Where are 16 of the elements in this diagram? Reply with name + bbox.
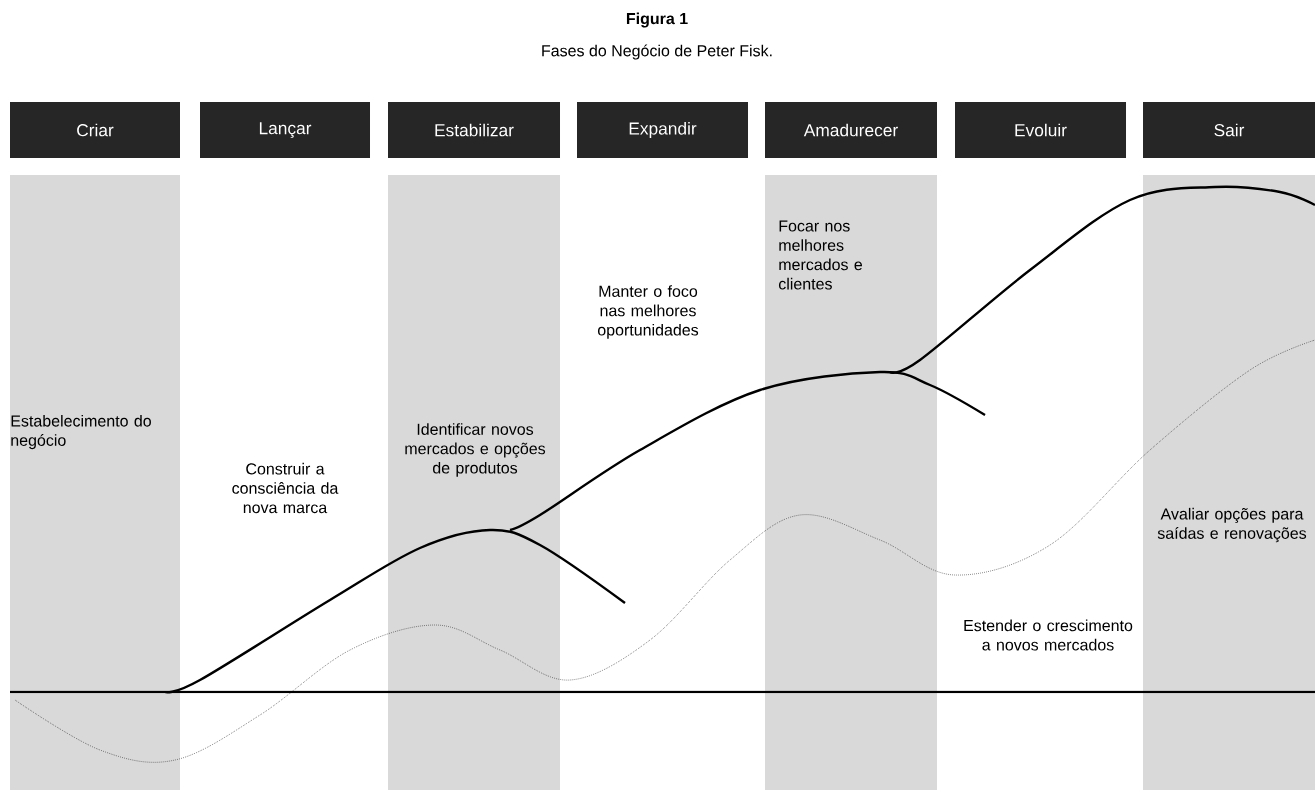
figure-caption: Fases do Negócio de Peter Fisk. bbox=[542, 44, 772, 60]
phase-box: Lançar bbox=[200, 102, 370, 158]
phase-box: Estabilizar bbox=[388, 102, 560, 158]
phase-box: Sair bbox=[1143, 102, 1315, 158]
phase-box: Evoluir bbox=[955, 102, 1126, 158]
phase-description: Construir a consciência da nova marca bbox=[232, 462, 339, 514]
phase-description: Identificar novos mercados e opções de produtos bbox=[405, 423, 546, 477]
phase-description: Estabelecimento do negócio bbox=[11, 414, 151, 450]
phase-description: Focar nos melhores mercados e clientes bbox=[778, 220, 862, 290]
phase-description: Manter o foco nas melhores oportunidades bbox=[597, 285, 699, 339]
phase-description: Estender o crescimento a novos mercados bbox=[964, 619, 1133, 651]
figure-title: Figura 1 bbox=[626, 12, 688, 28]
phase-box: Expandir bbox=[577, 102, 748, 158]
phase-description: Avaliar opções para saídas e renovações bbox=[1157, 507, 1307, 543]
phase-box: Amadurecer bbox=[765, 102, 937, 158]
phase-box: Criar bbox=[10, 102, 180, 158]
